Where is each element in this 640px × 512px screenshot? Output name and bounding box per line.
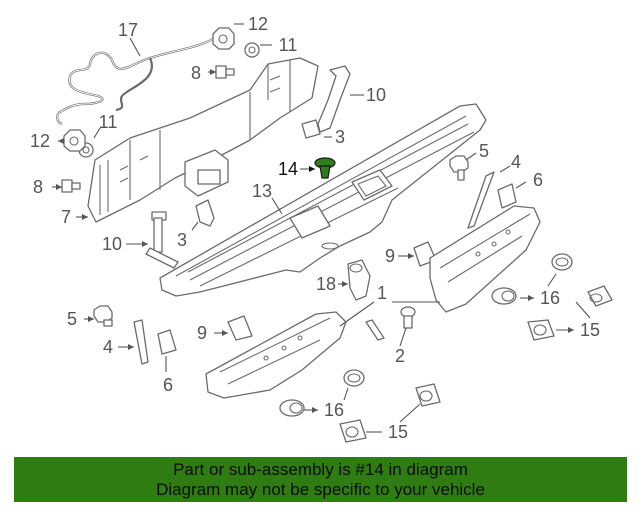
end-cap-1-left[interactable]: [205, 311, 347, 399]
callout-labels: 17 12 11 8 10 11 12 3 14 5 4 6 8 7 13 3 …: [30, 14, 600, 442]
callout-9-left: 9: [197, 323, 207, 343]
rear-bumper-13[interactable]: [159, 103, 487, 297]
bolt-8-top[interactable]: [215, 65, 235, 79]
callout-2: 2: [395, 346, 405, 366]
parts-diagram: 17 12 11 8 10 11 12 3 14 5 4 6 8 7 13 3 …: [30, 14, 613, 443]
bracket-4-left[interactable]: [133, 319, 149, 365]
push-pin-14[interactable]: [314, 157, 336, 179]
callout-15-right: 15: [580, 320, 600, 340]
screw-5-right[interactable]: [449, 155, 469, 181]
sensor-15-right-a[interactable]: [587, 285, 613, 307]
callout-11-left: 11: [99, 112, 118, 132]
callout-13: 13: [252, 181, 272, 201]
bracket-4-right[interactable]: [467, 171, 495, 229]
sensor-16-bottom-a[interactable]: [343, 369, 365, 387]
hitch-pin-10-left[interactable]: [145, 211, 179, 269]
wiring-harness-17[interactable]: [56, 35, 219, 126]
banner-line-1: Part or sub-assembly is #14 in diagram: [173, 460, 468, 479]
callout-1: 1: [377, 283, 387, 303]
clip-6-right[interactable]: [497, 183, 517, 209]
hitch-frame-7[interactable]: [87, 57, 319, 223]
nut-12-left[interactable]: [63, 129, 86, 152]
callout-17: 17: [118, 20, 138, 40]
callout-16-bottom: 16: [324, 400, 344, 420]
callout-8-left: 8: [33, 177, 43, 197]
screw-2-a[interactable]: [400, 306, 416, 329]
bracket-9-left[interactable]: [227, 315, 253, 341]
arrowheads: [56, 69, 574, 413]
sensor-16-bottom-b[interactable]: [279, 399, 305, 417]
grommet-11-top[interactable]: [244, 42, 260, 58]
callout-5-left: 5: [67, 309, 77, 329]
sensor-15-bottom-a[interactable]: [415, 383, 441, 407]
callout-5-right: 5: [479, 141, 489, 161]
callout-14: 14: [278, 159, 298, 179]
clip-6-left[interactable]: [157, 329, 177, 355]
callout-10-left: 10: [102, 234, 122, 254]
callout-4-right: 4: [511, 152, 521, 172]
callout-7: 7: [61, 207, 71, 227]
screw-5-left[interactable]: [93, 305, 113, 327]
callout-4-left: 4: [103, 337, 113, 357]
callout-15-bottom: 15: [388, 422, 408, 442]
bolt-8-left[interactable]: [61, 179, 81, 193]
callout-18: 18: [316, 274, 336, 294]
sensor-16-right-b[interactable]: [491, 287, 517, 305]
callout-10-top: 10: [366, 85, 386, 105]
callout-12-top: 12: [248, 14, 268, 34]
info-banner: Part or sub-assembly is #14 in diagram D…: [14, 457, 627, 502]
callout-6-right: 6: [533, 170, 543, 190]
callout-3-top: 3: [335, 127, 345, 147]
callout-6-left: 6: [163, 375, 173, 395]
sensor-18[interactable]: [347, 259, 371, 301]
callout-12-left: 12: [30, 131, 50, 151]
screw-2-b[interactable]: [365, 319, 385, 341]
nut-12-top[interactable]: [212, 27, 235, 50]
banner-line-2: Diagram may not be specific to your vehi…: [156, 480, 485, 499]
callout-8-top: 8: [191, 63, 201, 83]
sensor-15-right-b[interactable]: [527, 319, 555, 341]
callout-16-right: 16: [540, 288, 560, 308]
clip-3-left[interactable]: [195, 199, 215, 227]
bracket-10-top[interactable]: [317, 65, 351, 133]
sensor-15-bottom-b[interactable]: [339, 419, 367, 443]
sensor-16-right-a[interactable]: [551, 253, 573, 271]
callout-3-left: 3: [177, 230, 187, 250]
end-cap-1-right[interactable]: [429, 205, 541, 313]
callout-11-top: 11: [279, 35, 298, 55]
callout-9-right: 9: [385, 246, 395, 266]
clip-3-top[interactable]: [301, 119, 321, 139]
